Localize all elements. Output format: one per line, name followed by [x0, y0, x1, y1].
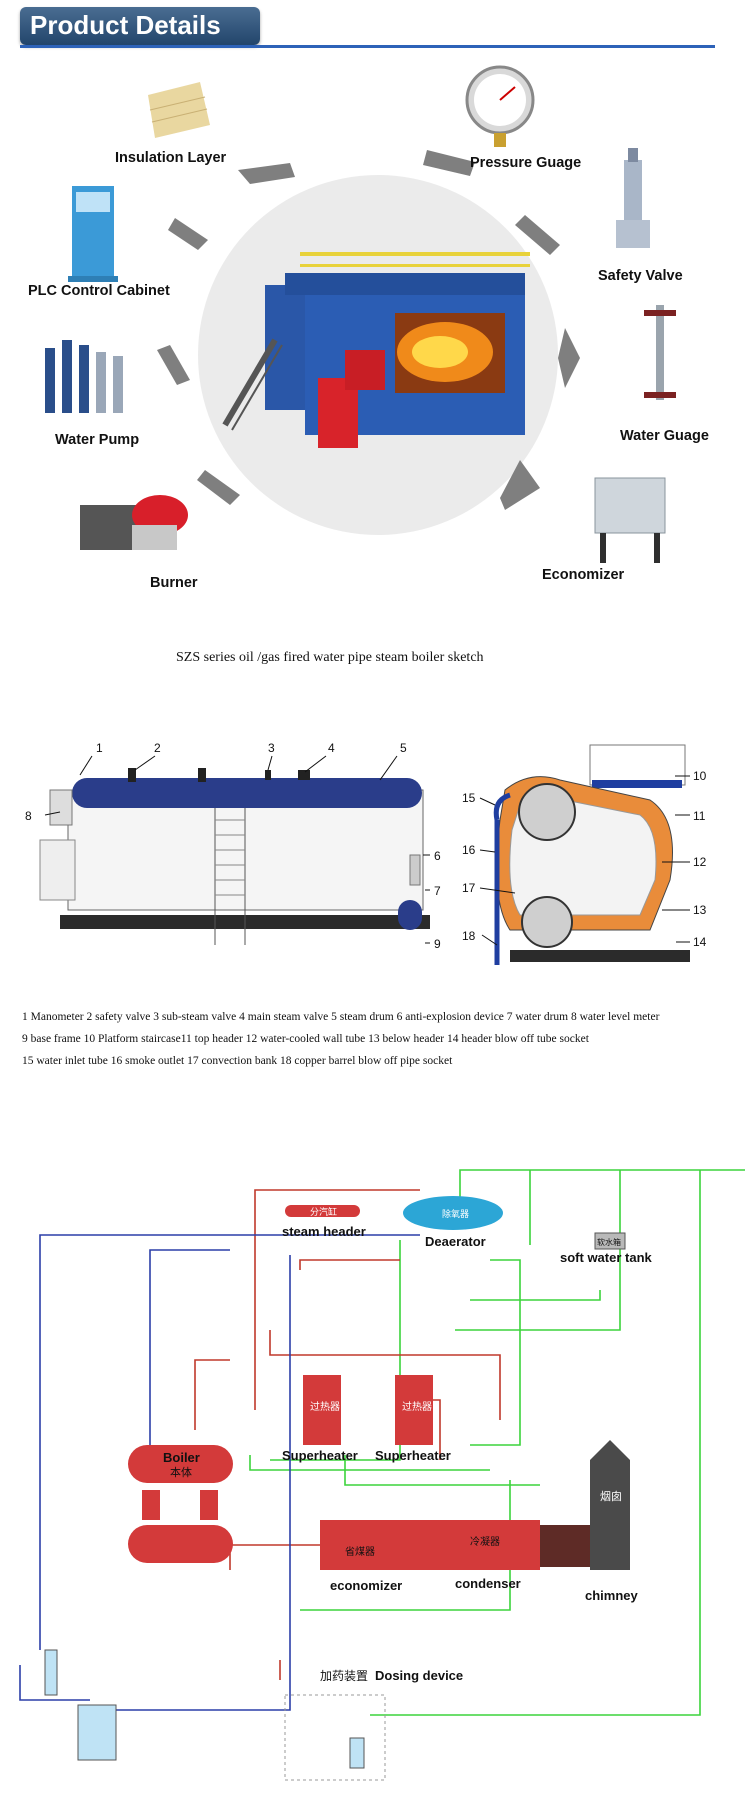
legend-line-2: 9 base frame 10 Platform staircase11 top…	[22, 1033, 589, 1045]
sketch-number: 10	[693, 769, 707, 783]
water-gauge-image	[644, 305, 676, 400]
water-pump-label: Water Pump	[55, 432, 140, 448]
insulation-label: Insulation Layer	[115, 150, 227, 166]
chevron-icon	[197, 470, 240, 505]
superheater-cn-1: 过热器	[310, 1400, 340, 1413]
superheater-label-1: Superheater	[282, 1448, 358, 1463]
economizer-image	[594, 477, 666, 563]
sketch-number: 1	[96, 741, 103, 755]
chimney-shape	[590, 1440, 630, 1570]
sketch-number: 2	[154, 741, 161, 755]
legend-line-1: 1 Manometer 2 safety valve 3 sub-steam v…	[22, 1011, 660, 1023]
chevron-icon	[515, 215, 560, 255]
chevron-icon	[558, 328, 580, 388]
water-pump-image	[45, 340, 123, 413]
economizer-cn: 省煤器	[345, 1545, 375, 1558]
sketch-number: 6	[434, 849, 441, 863]
boiler-drum-shape	[128, 1445, 233, 1483]
sketch-number: 5	[400, 741, 407, 755]
burner-label: Burner	[150, 575, 198, 591]
water-pipes	[19, 1234, 420, 1711]
steam-drum	[72, 778, 422, 808]
water-drum	[398, 900, 422, 930]
soft-water-cn: 软水箱	[597, 1237, 621, 1247]
economizer-condenser-shape	[320, 1520, 540, 1570]
sketch-number: 14	[693, 935, 707, 949]
sketch-number: 18	[462, 929, 476, 943]
boiler-cn: 本体	[170, 1465, 192, 1479]
superheater-cn-2: 过热器	[402, 1400, 432, 1413]
chevron-icon	[238, 163, 295, 184]
product-overview	[45, 65, 676, 563]
dosing-cn: 加药装置	[320, 1669, 368, 1683]
steam-pipes	[194, 1189, 501, 1680]
soft-water-tank-shape	[594, 1232, 626, 1250]
sketch-caption: SZS series oil /gas fired water pipe ste…	[176, 650, 484, 665]
boiler-image	[222, 252, 530, 448]
insulation-image	[148, 82, 210, 138]
chimney-label: chimney	[585, 1588, 639, 1603]
economizer-label: Economizer	[542, 567, 625, 583]
side-view	[39, 768, 430, 945]
chevron-icon	[168, 218, 208, 250]
superheater-2-shape	[395, 1375, 433, 1445]
sketch-number: 8	[25, 809, 32, 823]
superheater-label-2: Superheater	[375, 1448, 451, 1463]
deaerator-label: Deaerator	[425, 1234, 486, 1249]
section-view	[493, 744, 690, 965]
boiler-label: Boiler	[163, 1450, 200, 1465]
sketch-number: 7	[434, 884, 441, 898]
deaerator-shape	[403, 1196, 503, 1230]
plc-cabinet-label: PLC Control Cabinet	[28, 283, 170, 299]
boiler-drum-lower-shape	[128, 1525, 233, 1563]
condenser-label: condenser	[455, 1576, 521, 1591]
dosing-device-box	[284, 1694, 386, 1781]
chevron-icon	[423, 150, 475, 176]
legend-line-3: 15 water inlet tube 16 smoke outlet 17 c…	[22, 1055, 453, 1067]
plc-cabinet-image	[68, 186, 118, 282]
sketch-number: 3	[268, 741, 275, 755]
pressure-gauge-image	[465, 65, 535, 147]
pressure-gauge-label: Pressure Guage	[470, 155, 582, 171]
safety-valve-image	[616, 148, 650, 248]
burner-image	[80, 495, 188, 550]
superheater-1-shape	[303, 1375, 341, 1445]
header-rule	[20, 45, 715, 48]
condenser-cn: 冷凝器	[470, 1535, 500, 1548]
sketch-number: 9	[434, 937, 441, 951]
sketch-number: 13	[693, 903, 707, 917]
sketch-number: 17	[462, 881, 476, 895]
dosing-label: Dosing device	[375, 1668, 463, 1683]
chevron-arrows	[157, 150, 580, 510]
steam-header-cn: 分汽缸	[310, 1206, 337, 1218]
sketch-number: 12	[693, 855, 707, 869]
chevron-icon	[157, 345, 190, 385]
section-header: Product Details	[20, 7, 260, 45]
deaerator-cn: 除氧器	[442, 1208, 469, 1220]
soft-water-label: soft water tank	[560, 1250, 653, 1265]
safety-valve-label: Safety Valve	[598, 268, 683, 284]
steam-header-shape	[285, 1205, 360, 1217]
sketch-number: 4	[328, 741, 335, 755]
water-tank-shape	[77, 1704, 117, 1761]
dosing-tank-shape	[44, 1649, 58, 1696]
steam-header-label: steam header	[282, 1224, 366, 1239]
economizer-label: economizer	[330, 1578, 402, 1593]
section-title: Product Details	[30, 10, 221, 40]
sketch-number: 15	[462, 791, 476, 805]
chimney-cn: 烟囱	[600, 1489, 622, 1503]
sketch-number: 16	[462, 843, 476, 857]
sketch-number: 11	[693, 809, 706, 823]
boiler-sketch: 1 2 3 4 5 6 7 8 9 10 11 12 13 14 15 16 1…	[25, 741, 707, 965]
water-gauge-label: Water Guage	[620, 428, 709, 444]
chevron-icon	[500, 460, 540, 510]
